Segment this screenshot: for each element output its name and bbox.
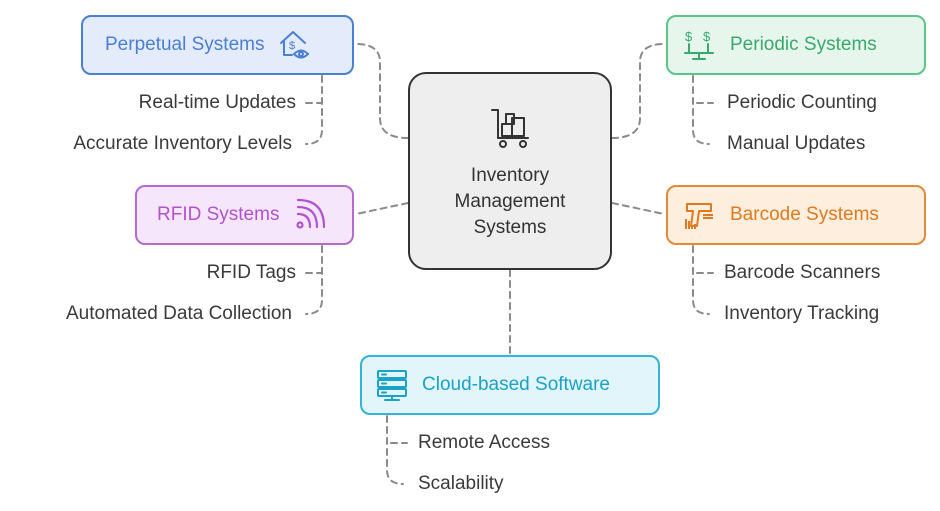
rfid-item-1: RFID Tags [206,262,296,283]
cart-icon [488,102,532,157]
cloud-software-label: Cloud-based Software [422,374,610,395]
barcode-item-1: Barcode Scanners [724,262,881,283]
barcode-systems-label: Barcode Systems [730,204,879,225]
perpetual-systems-node: Perpetual Systems $ [81,15,354,75]
cloud-item-2: Scalability [418,473,504,494]
periodic-item-2: Manual Updates [727,133,866,154]
coins-scale-icon: $ $ [682,27,718,63]
periodic-item-1: Periodic Counting [727,92,877,113]
cloud-software-node: Cloud-based Software [360,355,660,415]
perpetual-systems-label: Perpetual Systems [105,34,265,55]
center-title: Inventory Management Systems [454,164,566,238]
rfid-item-2: Automated Data Collection [65,303,292,324]
barcode-item-2: Inventory Tracking [724,303,880,324]
server-icon [374,367,410,403]
periodic-systems-label: Periodic Systems [730,34,877,55]
rfid-systems-label: RFID Systems [157,204,280,225]
barcode-scanner-icon [682,197,718,233]
center-node: Inventory Management Systems [408,72,612,270]
svg-text:$: $ [703,29,711,44]
svg-text:$: $ [289,40,295,52]
rfid-systems-node: RFID Systems [135,185,354,245]
house-dollar-eye-icon: $ [276,27,312,63]
perpetual-item-2: Accurate Inventory Levels [73,133,292,154]
rfid-signal-icon [291,197,327,233]
periodic-systems-node: $ $ Periodic Systems [666,15,926,75]
cloud-item-1: Remote Access [418,432,550,453]
barcode-systems-node: Barcode Systems [666,185,926,245]
perpetual-item-1: Real-time Updates [138,92,296,113]
svg-text:$: $ [685,29,693,44]
